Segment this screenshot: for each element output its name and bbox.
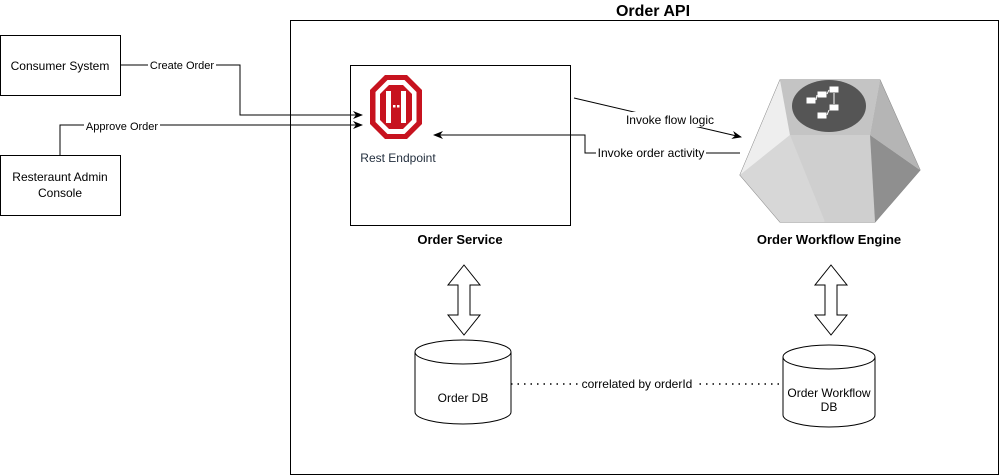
consumer-system-node: Consumer System (0, 35, 121, 96)
invoke-order-activity-edge: Invoke order activity (433, 131, 740, 160)
rest-endpoint-label: Rest Endpoint (360, 151, 436, 165)
workflow-engine-icon (739, 79, 921, 223)
order-workflow-db-label-line2: DB (821, 400, 838, 414)
invoke-order-activity-label: Invoke order activity (598, 146, 705, 160)
approve-order-edge: Approve Order (59, 119, 363, 155)
order-workflow-db-label-line1: Order Workflow (787, 386, 870, 400)
admin-console-node: Resteraunt Admin Console (0, 155, 121, 216)
invoke-flow-logic-label: Invoke flow logic (626, 113, 714, 127)
correlation-label: correlated by orderId (582, 377, 693, 391)
workflow-engine-label: Order Workflow Engine (757, 232, 901, 247)
admin-console-label-line2: Console (38, 186, 82, 200)
rest-endpoint-icon (370, 75, 422, 139)
invoke-flow-logic-edge: Invoke flow logic (573, 97, 742, 139)
order-workflow-db-node: Order Workflow DB (782, 344, 876, 428)
order-api-title: Order API (616, 3, 690, 20)
consumer-system-label: Consumer System (11, 59, 110, 73)
order-db-node: Order DB (414, 339, 512, 425)
service-db-double-arrow (446, 264, 482, 336)
create-order-label: Create Order (150, 60, 215, 72)
admin-console-label-line1: Resteraunt Admin (12, 170, 107, 184)
approve-order-label: Approve Order (86, 121, 158, 133)
order-db-label: Order DB (438, 391, 489, 405)
order-service-label: Order Service (417, 232, 502, 247)
correlation-edge: correlated by orderId (511, 376, 783, 391)
order-api-container: Order API (290, 3, 999, 475)
create-order-edge: Create Order (120, 59, 363, 119)
engine-db-double-arrow (813, 264, 849, 336)
